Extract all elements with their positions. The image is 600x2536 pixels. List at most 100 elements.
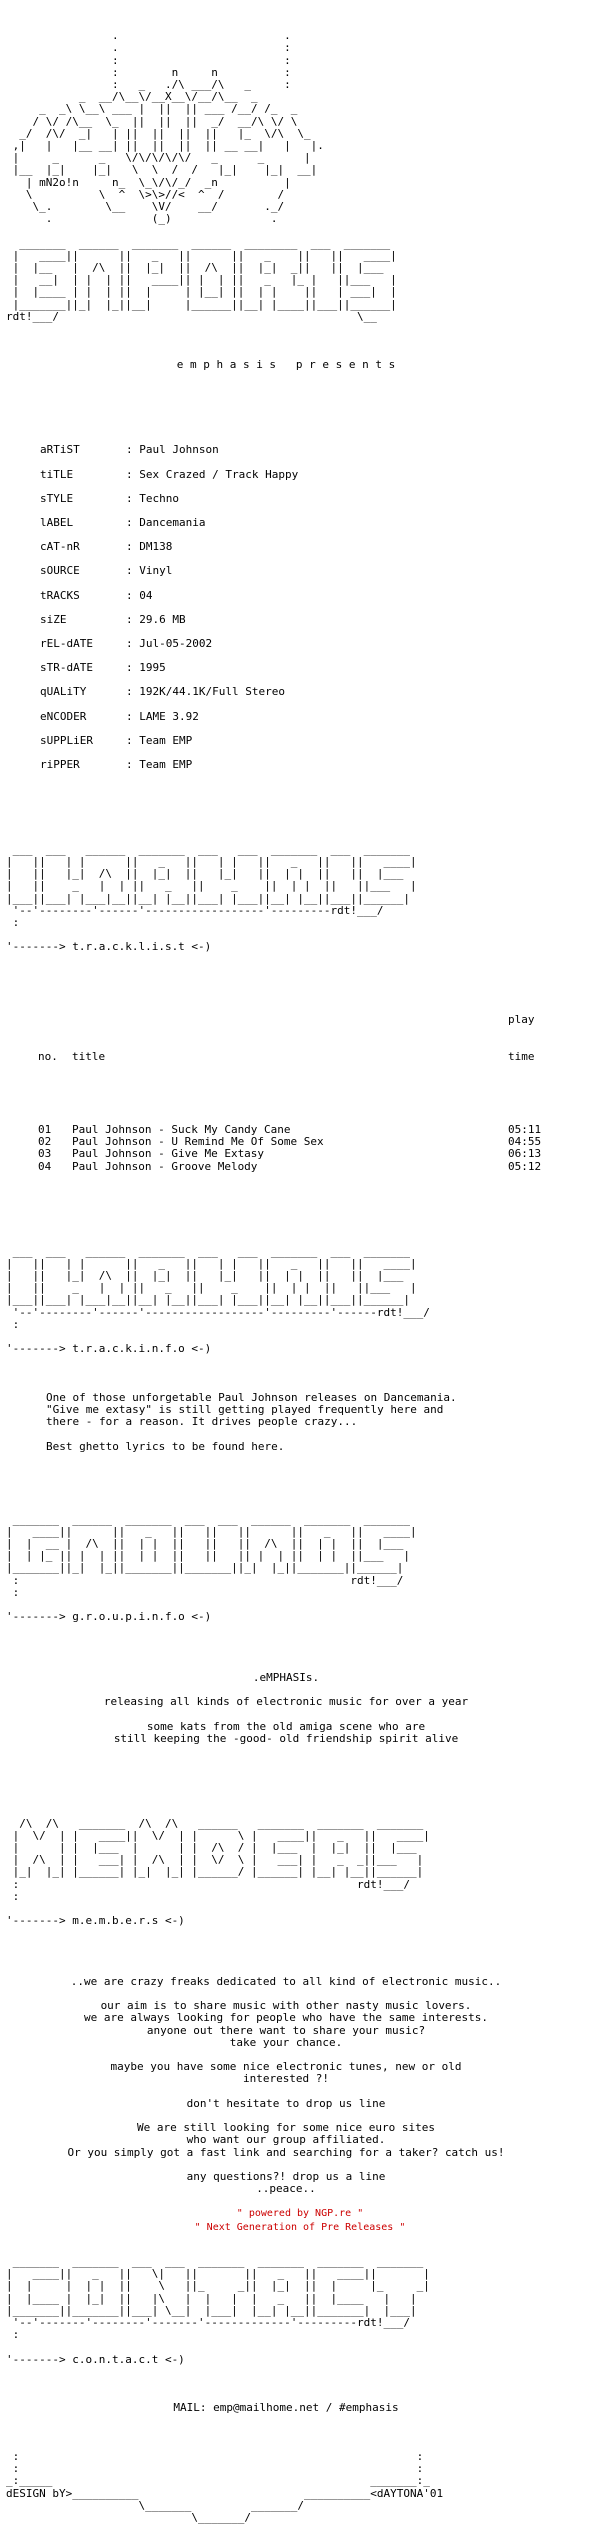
release-info-separator: : [126,757,140,771]
release-info-value: Paul Johnson [139,443,219,457]
time-header-line1: play [508,1013,535,1027]
release-info-row: sTYLE: Techno [6,491,594,505]
track-number: 03 [38,1147,52,1161]
release-info-separator: : [126,709,140,723]
track-row: 02 Paul Johnson - U Remind Me Of Some Sex… [38,1136,558,1148]
track-number: 01 [38,1123,52,1137]
track-title: Paul Johnson - Suck My Candy Cane [72,1123,291,1137]
track-time: 04:55 [508,1135,542,1149]
release-info-label: aRTiST [40,443,80,457]
release-info-label: sTYLE [40,491,74,505]
release-info-separator: : [126,588,140,602]
release-info-label: sUPPLiER [40,733,93,747]
track-title: Paul Johnson - Groove Melody [72,1159,258,1173]
groupinfo-text: .eMPHASIs. releasing all kinds of electr… [103,1670,469,1745]
release-info-value: 1995 [139,661,166,675]
release-info-separator: : [126,564,140,578]
release-info-row: aRTiST: Paul Johnson [6,444,594,456]
release-info-row: tiTLE: Sex Crazed / Track Happy [6,467,594,481]
release-info-value: 04 [139,588,153,602]
release-info-separator: : [126,612,140,626]
track-time: 06:13 [508,1147,542,1161]
release-info-label: lABEL [40,515,74,529]
tracklist-header-row-2: no. title time [38,1050,558,1063]
release-info-row: qUALiTY: 192K/44.1K/Full Stereo [6,686,594,698]
contact-mail: MAIL: emp@mailhome.net / #emphasis [173,2401,399,2415]
track-row: 04 Paul Johnson - Groove Melody 05:12 [38,1159,558,1173]
release-info-row: tRACKS: 04 [6,588,594,602]
release-info-row: lABEL: Dancemania [6,515,594,529]
release-info-value: Dancemania [139,515,206,529]
tracklist-heading: '-------> t.r.a.c.k.l.i.s.t <-) [6,940,212,954]
release-info-label: eNCODER [40,709,87,723]
trackinfo-heading: '-------> t.r.a.c.k.i.n.f.o <-) [6,1342,212,1356]
release-info-label: sTR-dATE [40,661,93,675]
release-info-separator: : [126,491,140,505]
nfo-document: . . . : : : : n n : : _ ./\ ___/\ _ [6,18,594,2536]
release-info-value: LAME 3.92 [139,709,199,723]
members-heading: '-------> m.e.m.b.e.r.s <-) [6,1914,185,1928]
track-time: 05:12 [508,1159,542,1173]
release-info-row: siZE: 29.6 MB [6,612,594,626]
release-info-row: rEL-dATE: Jul-05-2002 [6,636,594,650]
emphasis-title-ascii-art: _______ ______ _______ ______ ________ _… [6,236,397,323]
tracklist-header-row: play [38,1014,558,1026]
release-info-row: sUPPLiER: Team EMP [6,733,594,747]
release-info-separator: : [126,515,140,529]
release-info-value: 29.6 MB [139,612,186,626]
release-info-separator: : [126,636,140,650]
track-row: 03 Paul Johnson - Give Me Extasy 06:13 [38,1148,558,1160]
release-info-value: Jul-05-2002 [139,636,213,650]
release-info-separator: : [126,685,140,699]
release-info-value: Techno [139,491,179,505]
release-info-value: Team EMP [139,757,193,771]
release-info-separator: : [126,443,140,457]
closing-ascii-art: : : : : _:_____ _______:_ dESIGN b [6,2449,444,2524]
groupinfo-banner-art: _______ ______ _______ ___ ___ ______ __… [6,1512,417,1599]
track-title: Paul Johnson - Give Me Extasy [72,1147,265,1161]
release-info-separator: : [126,467,140,481]
release-info-label: tiTLE [40,467,74,481]
release-info-label: sOURCE [40,564,80,578]
contact-banner-art: _______ _______ ___ ___ _______ _______ … [6,2255,430,2342]
release-info-separator: : [126,733,140,747]
track-number: 02 [38,1135,52,1149]
release-info-row: eNCODER: LAME 3.92 [6,709,594,723]
release-info-row: riPPER: Team EMP [6,757,594,771]
release-info-value: Sex Crazed / Track Happy [139,467,299,481]
no-header: no. [38,1050,58,1063]
release-info-value: DM138 [139,540,173,554]
release-info-value: Vinyl [139,564,173,578]
release-info-separator: : [126,540,140,554]
powered-by-line: " powered by NGP.re " [236,2208,364,2219]
release-info-label: riPPER [40,757,80,771]
track-number: 04 [38,1159,52,1173]
groupinfo-heading: '-------> g.r.o.u.p.i.n.f.o <-) [6,1610,212,1624]
release-info-label: rEL-dATE [40,636,93,650]
members-text: ..we are crazy freaks dedicated to all k… [67,1974,505,2196]
release-info-value: Team EMP [139,733,193,747]
release-info-label: cAT-nR [40,540,80,554]
release-info-label: tRACKS [40,588,80,602]
presents-line: e m p h a s i s p r e s e n t s [176,358,396,372]
members-banner-art: /\ /\ _______ /\ /\ ______ _______ _____… [12,1816,430,1903]
track-row: 01 Paul Johnson - Suck My Candy Cane 05:11 [38,1123,558,1137]
tagline-line: " Next Generation of Pre Releases " [194,2222,406,2233]
tracklist-banner-art: ___ ___ ______ _______ ___ ___ _______ _… [6,842,417,929]
release-info-label: siZE [40,612,67,626]
title-header: title [72,1050,106,1063]
release-info-row: sTR-dATE: 1995 [6,661,594,675]
release-info-block: aRTiST: Paul Johnson tiTLE: Sex Crazed / … [6,444,594,783]
tracklist-table: play no. title time 01 Paul Johnson - Suc… [38,990,558,1185]
time-header-line2: time [508,1050,535,1063]
logo-ascii-art: . . . : : : : n n : : _ ./\ ___/\ _ [12,29,324,226]
release-info-label: qUALiTY [40,685,87,699]
release-info-separator: : [126,661,140,675]
track-time: 05:11 [508,1123,542,1137]
trackinfo-text: One of those unforgetable Paul Johnson r… [46,1390,457,1453]
contact-heading: '-------> c.o.n.t.a.c.t <-) [6,2352,185,2366]
release-info-value: 192K/44.1K/Full Stereo [139,685,285,699]
release-info-row: sOURCE: Vinyl [6,565,594,577]
release-info-row: cAT-nR: DM138 [6,540,594,554]
track-title: Paul Johnson - U Remind Me Of Some Sex [72,1135,324,1149]
